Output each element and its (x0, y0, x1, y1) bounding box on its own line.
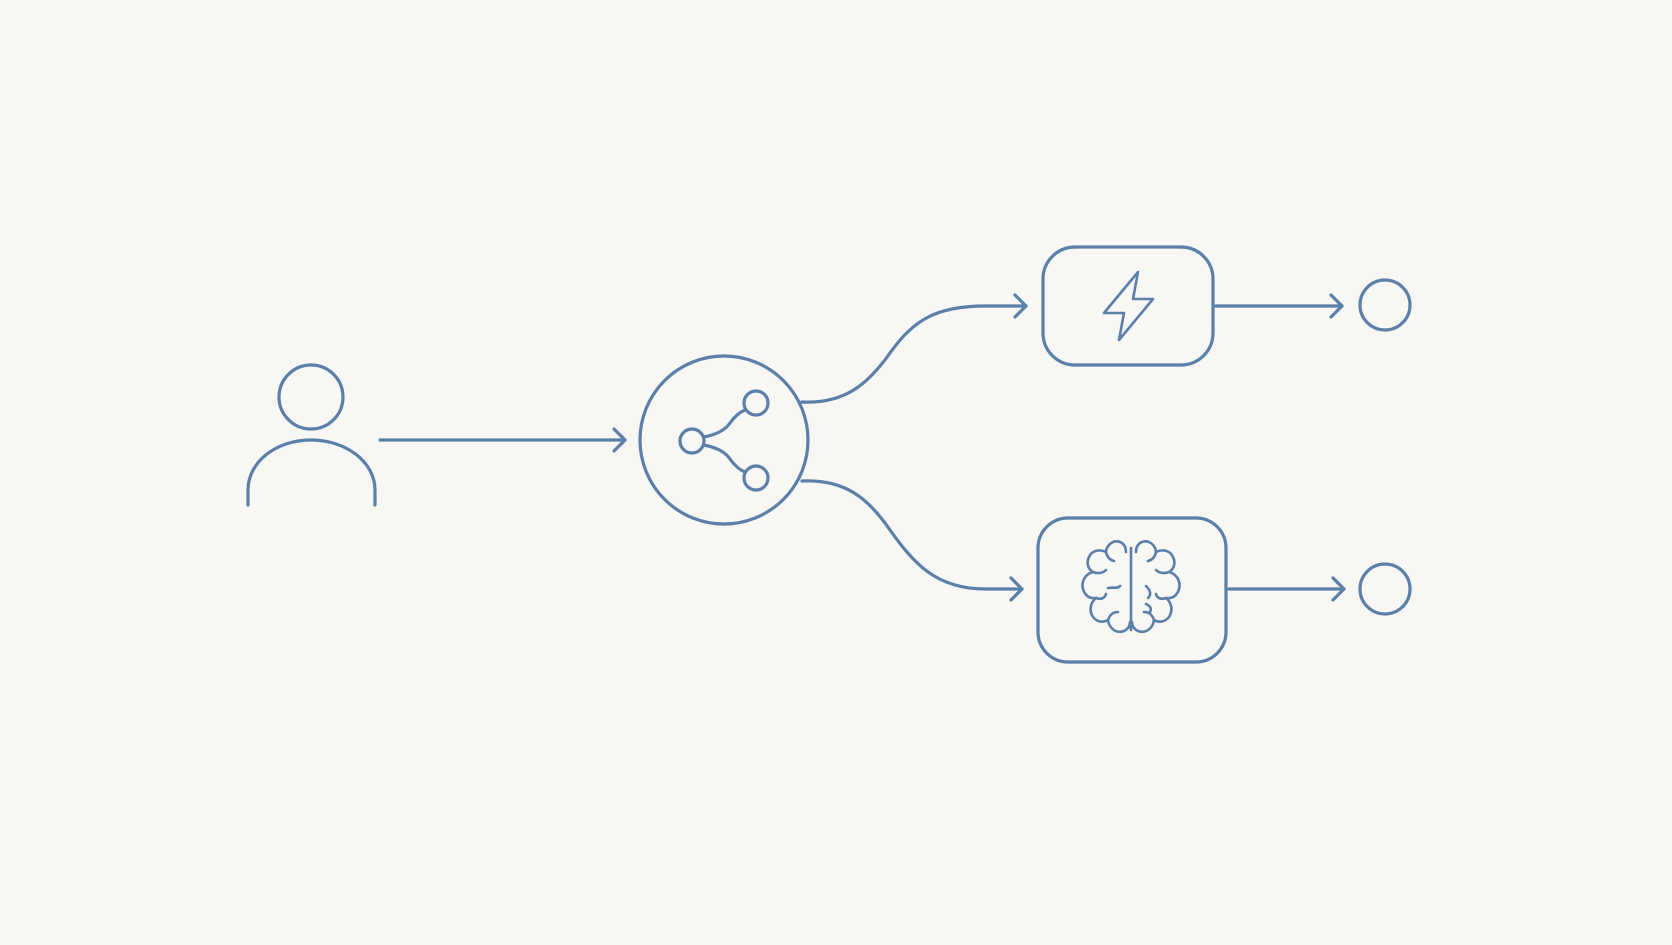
reasoning-box (1036, 516, 1228, 664)
router-circle (638, 354, 810, 526)
fast-node (1041, 245, 1215, 367)
fast-box (1041, 245, 1215, 367)
edge-user-to-router (378, 427, 627, 453)
reasoning-node (1036, 516, 1228, 664)
edge-router-to-fast (800, 293, 1028, 404)
edge-reasoning-to-output-bottom (1227, 576, 1346, 602)
edge-router-to-reasoning (800, 479, 1024, 602)
output-top-node (1358, 278, 1412, 332)
share-icon (678, 389, 770, 492)
brain-icon (1081, 540, 1181, 634)
lightning-icon (1102, 270, 1155, 342)
edge-fast-to-output-top (1214, 293, 1344, 319)
router-node (638, 354, 810, 526)
user-icon (246, 363, 377, 507)
output-bottom-node (1358, 562, 1412, 616)
